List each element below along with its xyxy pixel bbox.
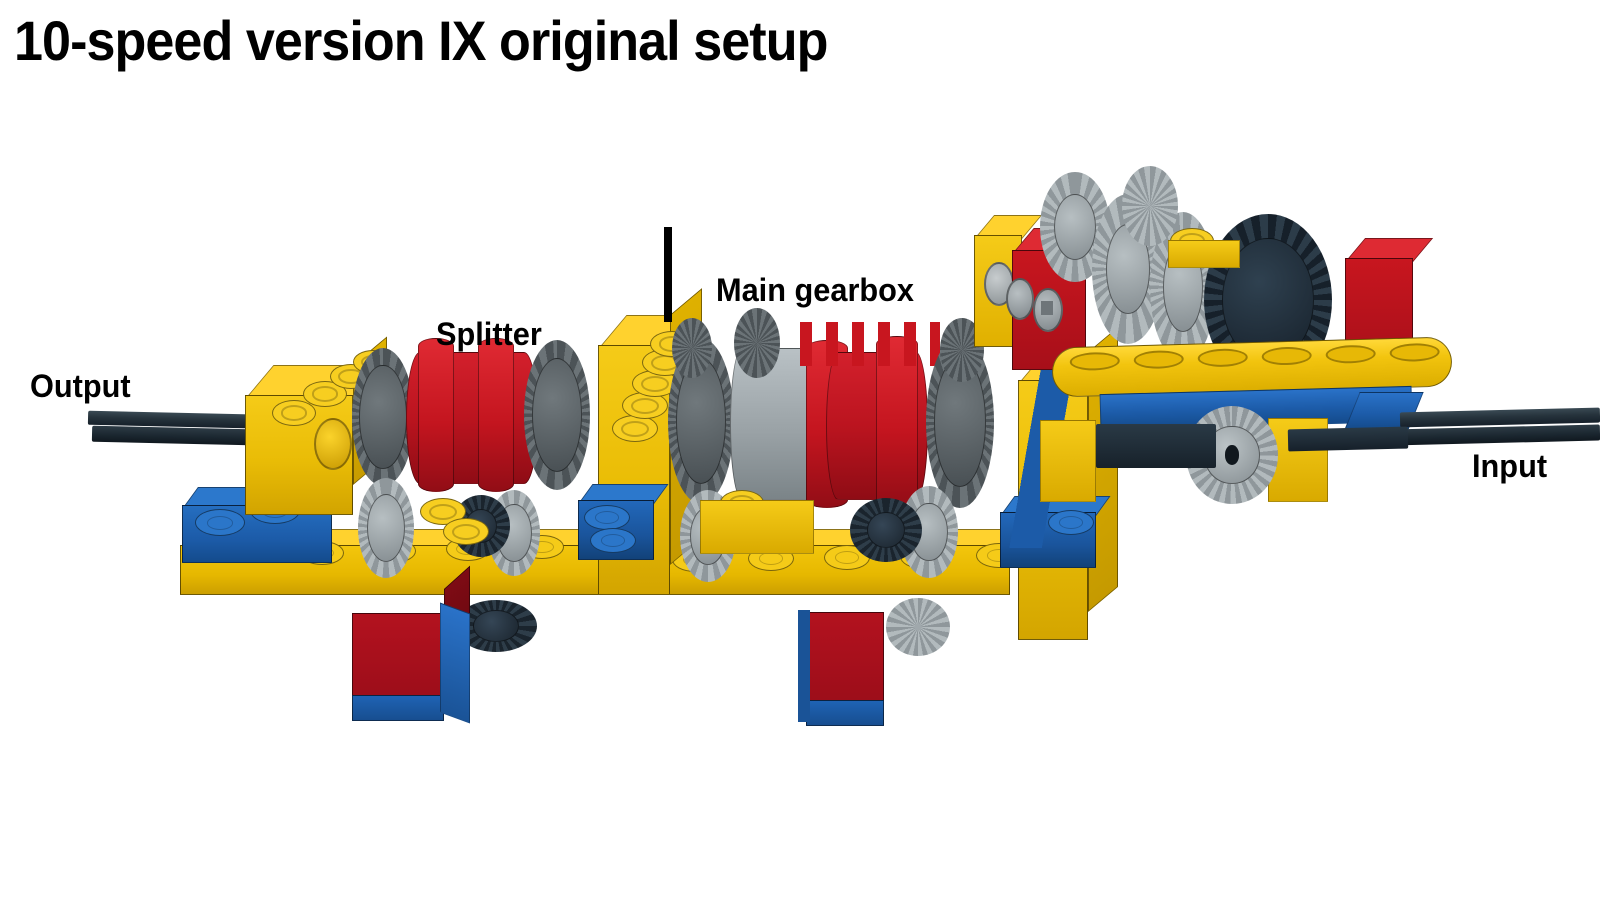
stud [824, 545, 870, 570]
stud [584, 505, 630, 530]
support-leg-red-2 [806, 612, 884, 712]
input-axle-lower [1391, 424, 1600, 446]
stud [590, 528, 636, 553]
technic-pin-hole [314, 418, 352, 470]
gear-dark-splitter-left [352, 348, 414, 486]
support-leg-blue-plate-2 [806, 700, 884, 726]
gear-navy-main [850, 498, 922, 562]
gear-light-under-main [886, 598, 950, 656]
label-output: Output [30, 368, 131, 404]
stud [272, 400, 316, 426]
leg-brace-blue-2 [798, 610, 810, 722]
yellow-plate-right-top [1168, 240, 1240, 268]
axle-cross-hole-1 [1006, 278, 1034, 320]
yellow-block-right-1 [1040, 420, 1096, 502]
gear-dark-top-2 [672, 318, 712, 378]
gear-dark-splitter-right [524, 340, 590, 490]
stud [612, 415, 658, 442]
red-clutch-flange-a [418, 338, 454, 492]
stud [443, 518, 489, 545]
support-leg-red-1 [352, 565, 470, 708]
gear-light-top-4 [1122, 166, 1178, 246]
pointer-tick-mark [664, 227, 672, 322]
page-title: 10-speed version IX original setup [14, 9, 828, 72]
support-leg-blue-plate-1 [352, 647, 470, 721]
axle-cross-mark [1041, 301, 1053, 315]
yellow-support-block-mid [700, 500, 814, 554]
label-input: Input [1472, 448, 1548, 484]
gear-light-idler-1 [358, 478, 414, 578]
right-internal-shaft [1096, 424, 1216, 468]
label-splitter: Splitter [436, 316, 542, 352]
stud [195, 509, 245, 536]
input-shaft-inner [1287, 426, 1409, 452]
label-main-gearbox: Main gearbox [716, 272, 915, 308]
red-clutch-flange-b [478, 338, 514, 492]
leg-brace-blue-1 [440, 602, 470, 724]
gear-dark-top-1 [734, 308, 780, 378]
red-clutch-fins [800, 322, 940, 366]
